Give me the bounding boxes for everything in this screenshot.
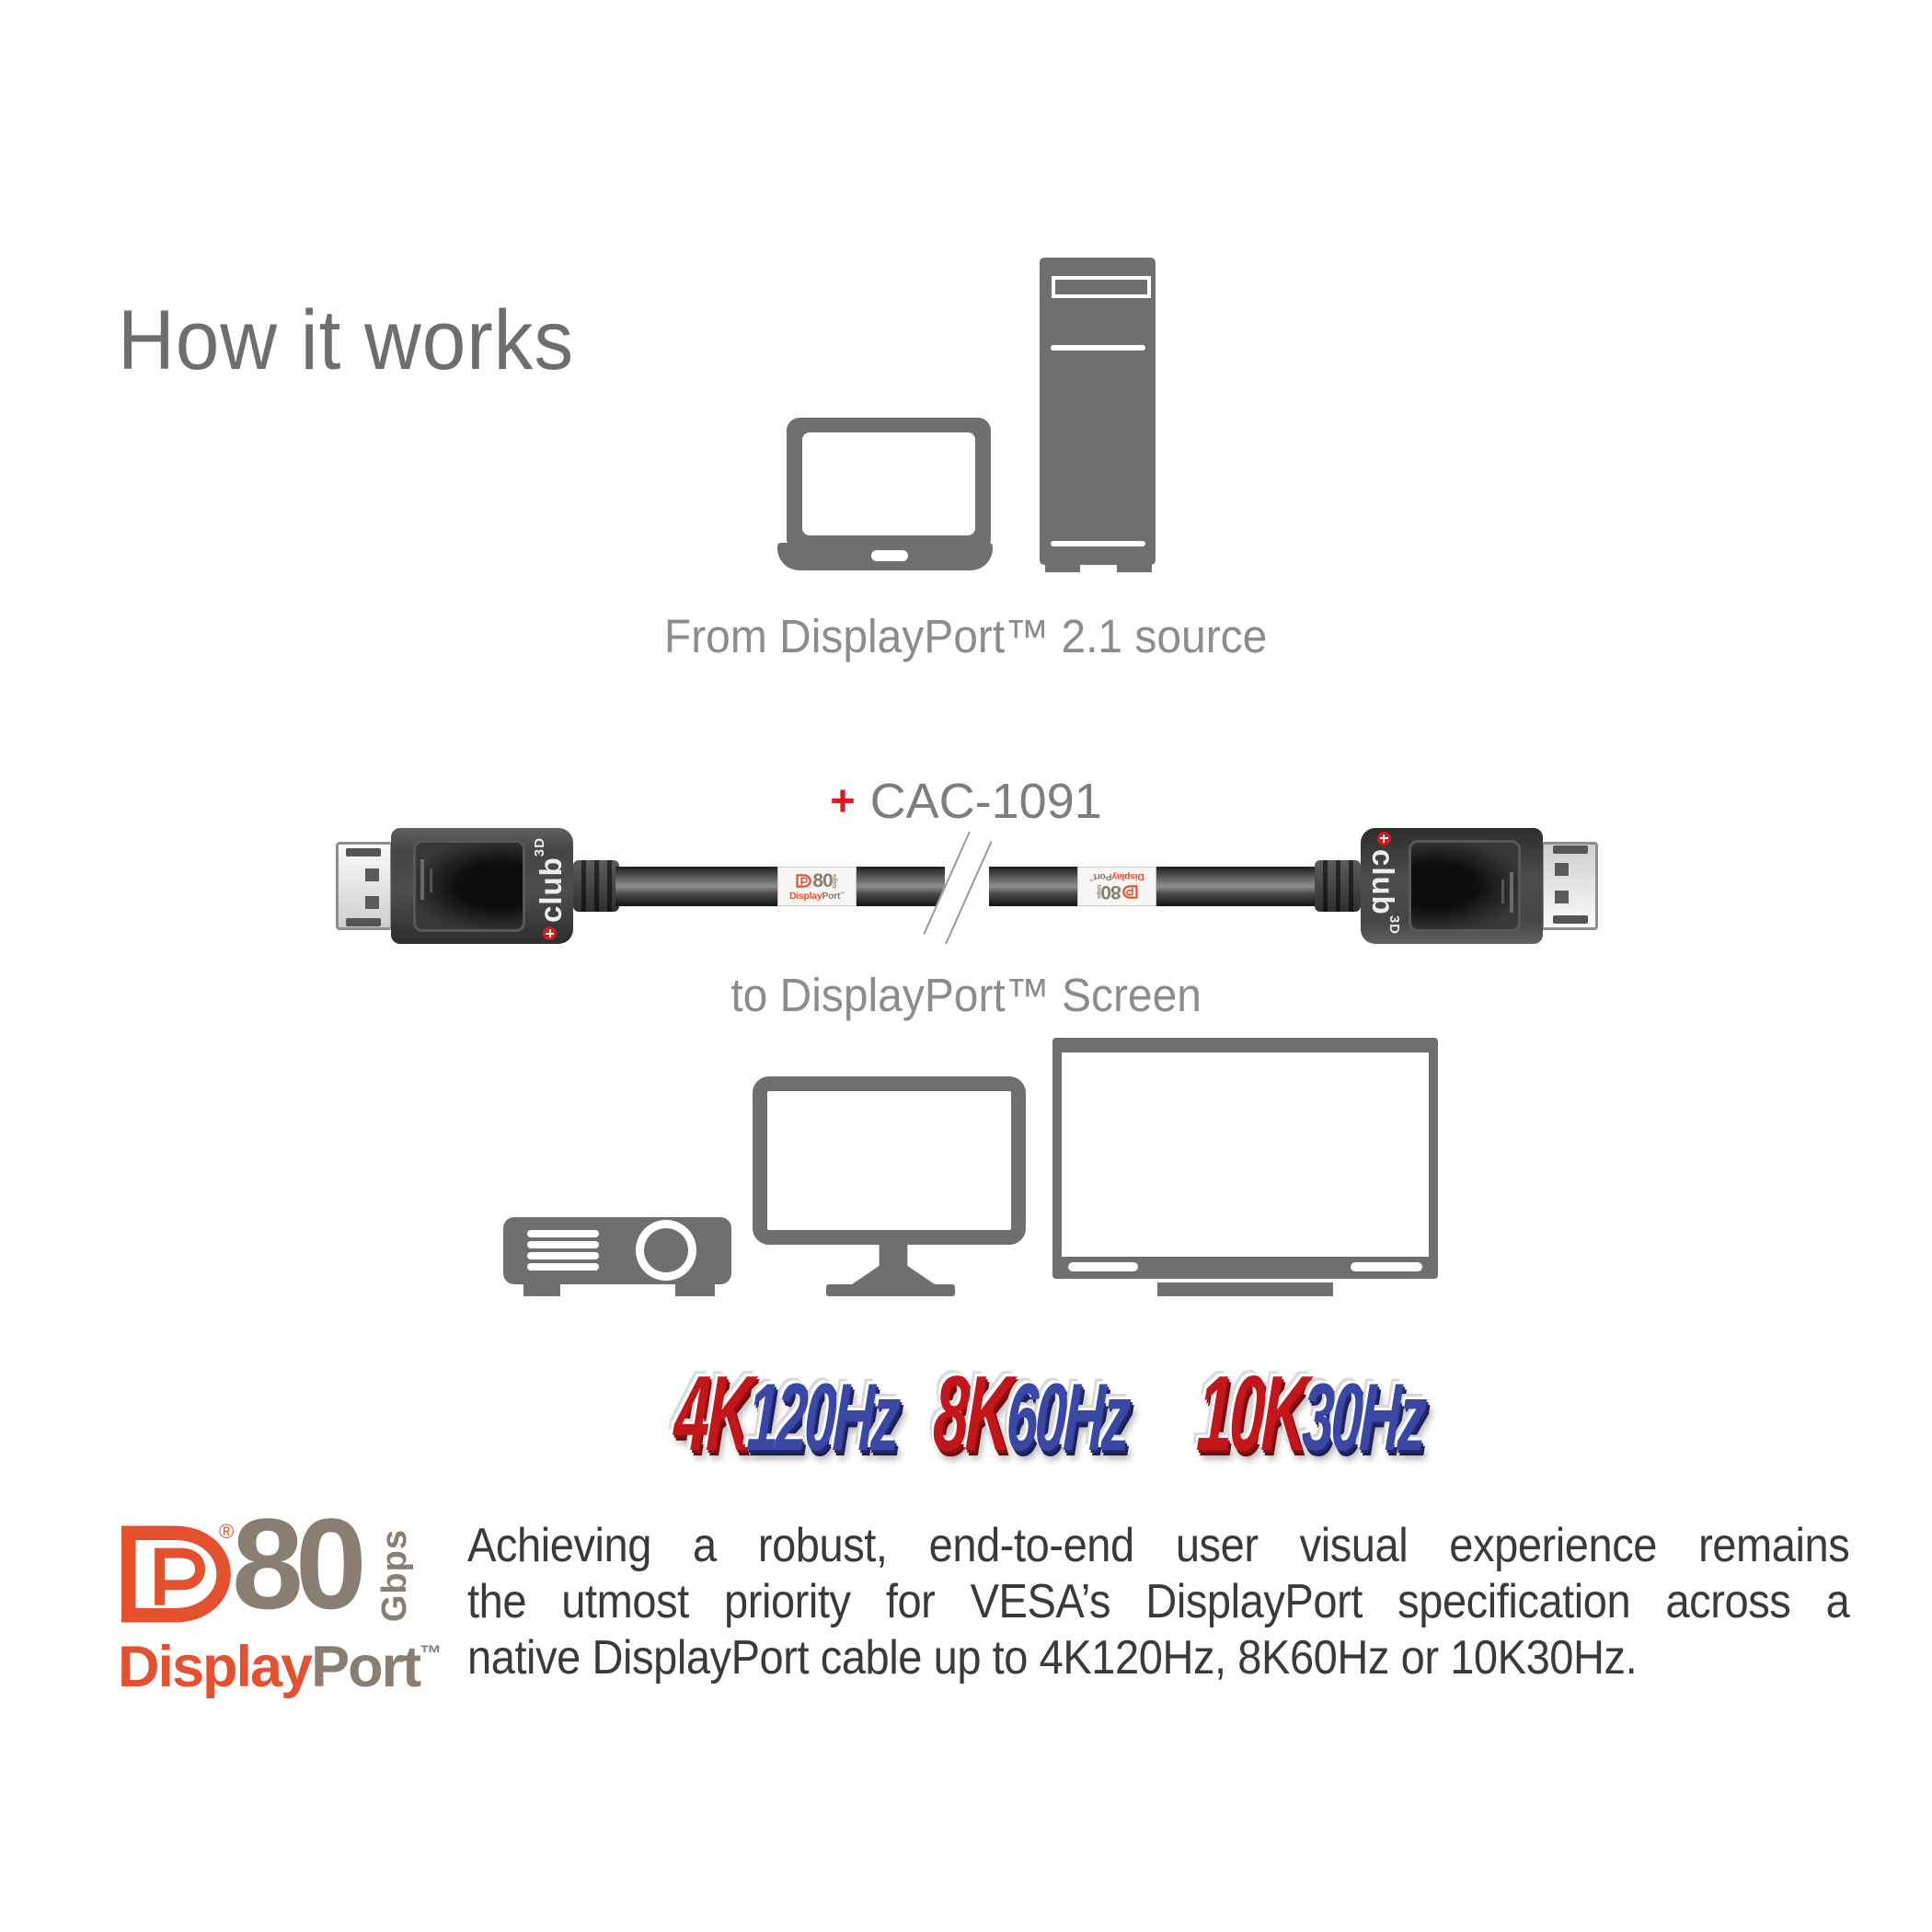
cavity-detail [420,859,424,900]
dp80-label-brand: DisplayPort™ [1089,870,1144,882]
description-paragraph: Achieving a robust, end-to-end user visu… [467,1518,1850,1686]
paragraph-line: native DisplayPort cable up to 4K120Hz, … [467,1631,1638,1685]
dp80-cable-label-right: 80 Gbps DisplayPort™ [1077,867,1156,906]
dp80-label-top: 80 Gbps [796,870,838,892]
dp80-label-brand: DisplayPort™ [789,891,845,903]
plug-slot [1553,915,1588,924]
dp80-speed: 80 [232,1491,367,1636]
projector-foot [675,1284,715,1296]
plug-pin-hole [1555,891,1569,903]
tower-foot [1045,563,1080,572]
monitor-stand [849,1244,937,1286]
tv-stand [1157,1282,1333,1296]
plug-slot [1553,845,1588,854]
cable-graphic: club3D 80 Gbps DisplayPort™ [336,826,1598,948]
laptop-trackpad-notch [871,550,908,561]
strain-relief-right [1315,860,1361,912]
dp-mini-icon [796,874,812,889]
tower-detail-line [1051,345,1145,351]
displayport-connector-left: club3D [336,826,573,946]
dp80-label-top: 80 Gbps [1096,880,1138,903]
plug-pin-hole [365,896,379,909]
cable-model-label: + CAC-1091 [0,773,1932,830]
tv-speaker-slot [1351,1262,1422,1271]
projector-vent [527,1230,599,1237]
projector-vent [527,1252,599,1259]
registered-mark: ® [219,1520,235,1543]
desktop-tower-icon [1040,258,1156,565]
projector-icon [503,1217,731,1284]
source-caption: From DisplayPort™ 2.1 source [664,610,1268,662]
plug-slot [346,918,381,926]
connector-body: club3D [1361,828,1543,944]
monitor-base [826,1284,955,1296]
tower-drive-slot [1052,276,1151,298]
club3d-logo-text: club3D [532,836,568,923]
dp80-label-unit: Gbps [832,874,838,889]
page-title: How it works [118,293,575,387]
cable-model: CAC-1091 [869,774,1102,829]
dp-mini-icon [1121,884,1138,899]
projector-lens-inner [644,1228,688,1272]
plug-pin-hole [365,868,379,881]
dp80-label-speed: 80 [1101,880,1121,903]
projector-foot [523,1284,560,1296]
monitor-icon [753,1076,1026,1245]
tower-detail-line [1051,541,1145,546]
dp80-cable-label-left: 80 Gbps DisplayPort™ [777,867,857,906]
connector-plug-metal [336,842,393,930]
screen-caption: to DisplayPort™ Screen [730,969,1202,1021]
badge-4k120hz: 4K120Hz [672,1353,900,1473]
laptop-screen [802,432,975,535]
tv-icon [1052,1038,1438,1279]
displayport-connector-right: club3D [1361,826,1598,946]
projector-vent [527,1263,599,1271]
badge-10k30hz: 10K30Hz [1194,1353,1426,1473]
dp80-unit: Gbps [375,1529,414,1623]
club3d-logo-dot [1377,832,1392,845]
plus-icon: + [830,776,856,824]
tower-foot [1117,563,1152,572]
paragraph-line: Achieving a robust, end-to-end user visu… [467,1519,1850,1572]
displayport-wordmark: DisplayPort™ [118,1635,443,1699]
dp80-label-speed: 80 [812,870,833,892]
badge-8k60hz: 8K60Hz [931,1353,1130,1473]
paragraph-line: the utmost priority for VESA’s DisplayPo… [467,1575,1850,1628]
cavity-detail [1501,880,1504,903]
dp80-label-unit: Gbps [1096,884,1102,899]
connector-body: club3D [391,828,573,944]
dp-logo-icon [121,1525,231,1623]
cavity-detail [430,868,432,892]
strain-relief-left [573,860,619,912]
cavity-detail [1510,872,1513,913]
club3d-logo-dot [542,926,557,940]
club3d-logo: club3D [529,834,569,940]
plug-slot [346,848,381,857]
projector-vent [527,1241,599,1248]
tv-speaker-slot [1068,1262,1138,1271]
connector-plug-metal [1541,842,1598,930]
plug-pin-hole [1555,863,1569,876]
club3d-logo-text: club3D [1366,849,1402,936]
club3d-logo: club3D [1364,832,1405,938]
